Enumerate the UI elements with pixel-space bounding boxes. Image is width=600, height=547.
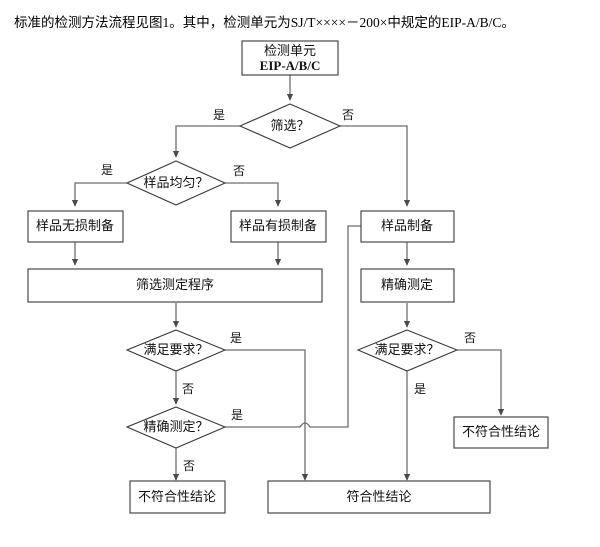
node-destructive-prep-label: 样品有损制备 <box>239 218 317 233</box>
node-nonconformity-conclusion-right[interactable]: 不符合性结论 <box>453 416 549 449</box>
edge-label-uniform-yes: 是 <box>101 163 113 177</box>
node-test-unit-line1: 检测单元 <box>264 43 316 58</box>
node-screening-decision-label: 筛选？ <box>270 118 309 133</box>
node-precise-measurement-label: 精确测定 <box>381 277 433 292</box>
edge-label-screen-yes: 是 <box>213 108 225 122</box>
node-test-unit-line2: EIP-A/B/C <box>260 58 321 73</box>
edge-screen-yes-to-uniform <box>172 125 240 158</box>
edge-precise-decision-yes-to-prep <box>225 222 387 428</box>
connector-layer <box>71 75 505 481</box>
edge-screen-no-to-prep <box>340 125 411 207</box>
edge-meets-req-yes-to-conform <box>225 349 309 481</box>
edge-label-layer: 是 否 是 否 是 否 是 否 否 是 <box>101 108 476 473</box>
node-meets-requirements-decision-right[interactable]: 满足要求？ <box>356 329 459 372</box>
node-nondestructive-prep-label: 样品无损制备 <box>36 218 114 233</box>
page-caption: 标准的检测方法流程见图1。其中，检测单元为SJ/T××××－200×中规定的EI… <box>14 15 515 30</box>
node-conformity-conclusion[interactable]: 符合性结论 <box>267 480 491 514</box>
edge-meets-req2-no-to-nonconform <box>457 349 505 416</box>
edge-uniform-no-to-destructive <box>225 182 282 207</box>
edge-label-uniform-no: 否 <box>233 164 245 178</box>
node-test-unit[interactable]: 检测单元 EIP-A/B/C <box>241 40 339 76</box>
node-destructive-prep[interactable]: 样品有损制备 <box>230 210 327 243</box>
node-sample-uniform-decision[interactable]: 样品均匀？ <box>125 160 227 206</box>
node-screening-procedure-label: 筛选测定程序 <box>136 277 214 292</box>
node-screening-decision[interactable]: 筛选？ <box>238 103 342 149</box>
node-sample-prep-label: 样品制备 <box>381 218 433 233</box>
edge-label-precise-decision-no: 否 <box>183 459 195 473</box>
edge-label-meets-req2-no: 否 <box>464 331 476 345</box>
edge-label-meets-req-no: 否 <box>182 382 194 396</box>
node-precise-measurement-decision[interactable]: 精确测定？ <box>125 406 227 449</box>
node-meets-requirements-decision-left[interactable]: 满足要求？ <box>125 329 227 372</box>
edge-uniform-yes-to-nondestructive <box>71 182 127 207</box>
node-meets-requirements-left-label: 满足要求？ <box>143 342 208 357</box>
node-conformity-conclusion-label: 符合性结论 <box>346 489 411 504</box>
node-nonconformity-right-label: 不符合性结论 <box>462 424 540 439</box>
edge-label-precise-decision-yes: 是 <box>231 408 243 422</box>
node-nonconformity-conclusion-left[interactable]: 不符合性结论 <box>129 480 226 514</box>
node-meets-requirements-right-label: 满足要求？ <box>374 342 439 357</box>
node-sample-prep[interactable]: 样品制备 <box>360 210 455 243</box>
node-precise-measurement[interactable]: 精确测定 <box>360 268 455 303</box>
node-precise-measurement-decision-label: 精确测定？ <box>143 419 208 434</box>
edge-label-screen-no: 否 <box>342 108 354 122</box>
node-nondestructive-prep[interactable]: 样品无损制备 <box>27 210 124 243</box>
node-nonconformity-left-label: 不符合性结论 <box>138 489 216 504</box>
edge-label-meets-req2-yes: 是 <box>414 382 426 396</box>
node-sample-uniform-label: 样品均匀？ <box>143 175 208 190</box>
edge-label-meets-req-yes: 是 <box>230 331 242 345</box>
node-screening-procedure[interactable]: 筛选测定程序 <box>27 268 323 303</box>
